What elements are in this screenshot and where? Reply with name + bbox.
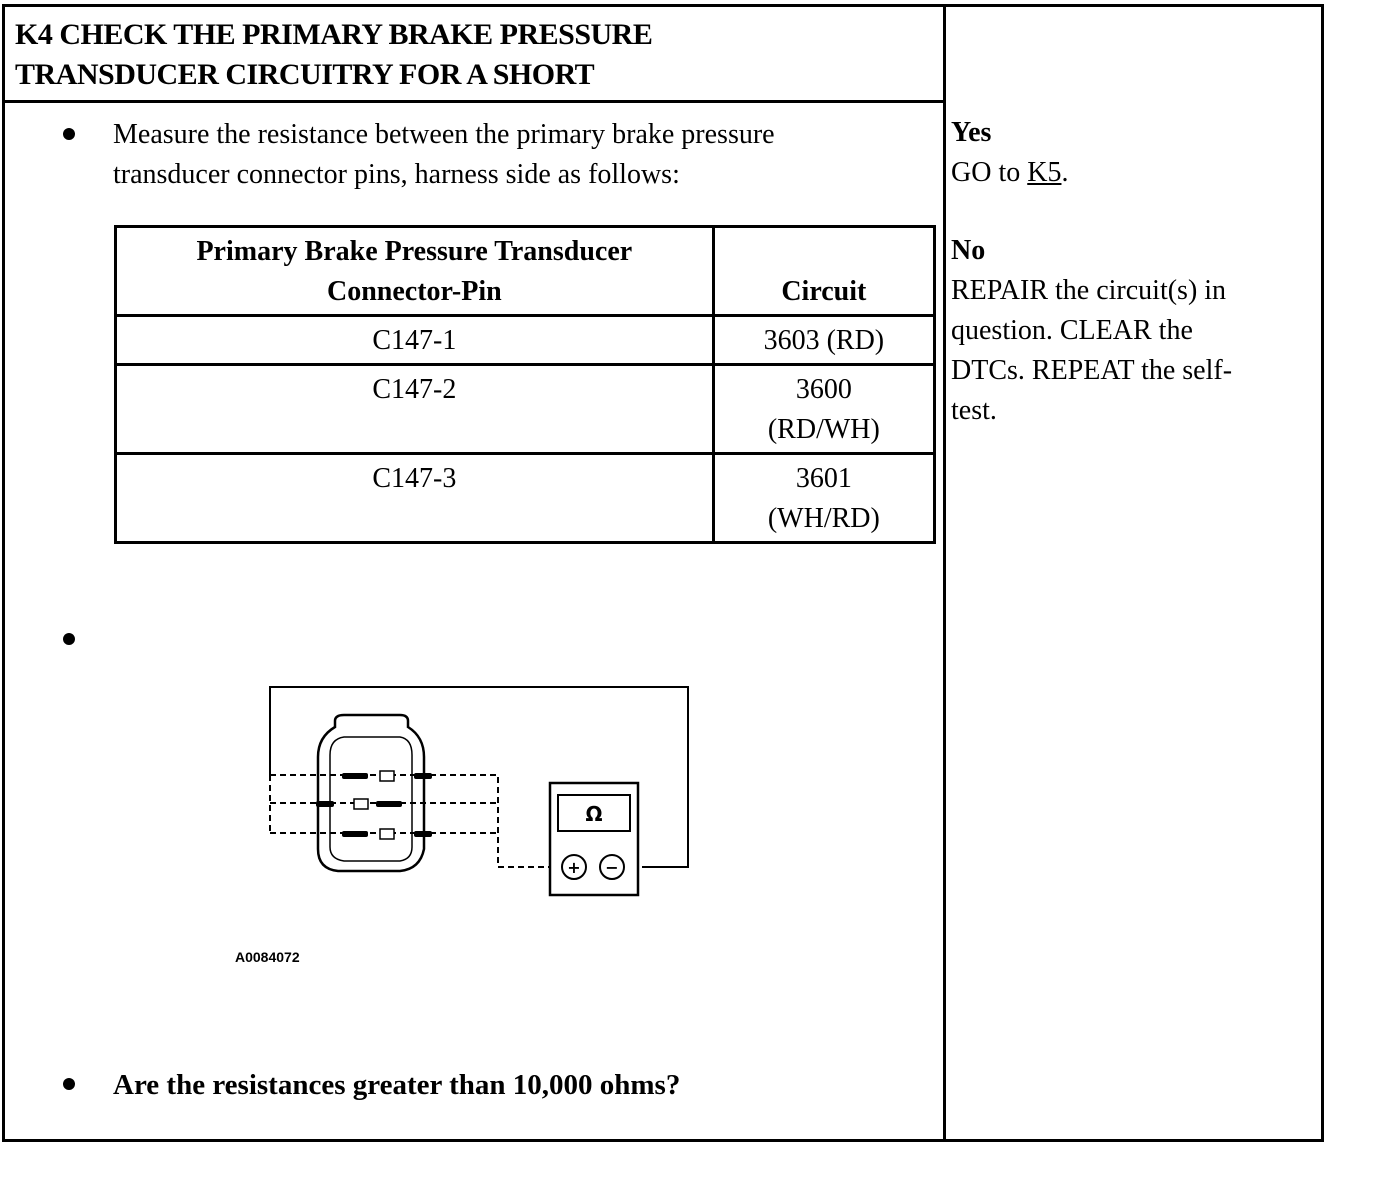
yes-action: GO to K5. [951, 153, 1311, 193]
bullet-icon [63, 633, 75, 645]
question-text: Are the resistances greater than 10,000 … [113, 1069, 681, 1101]
connector-inner [329, 736, 413, 862]
minus-symbol: − [605, 858, 618, 877]
header-circuit: Circuit [711, 225, 937, 317]
table-header-row: Primary Brake Pressure Transducer Connec… [114, 225, 937, 317]
no-label: No [951, 235, 986, 266]
bullet-icon [63, 128, 75, 140]
link-k5[interactable]: K5 [1027, 157, 1062, 188]
pin-circuit-table: Primary Brake Pressure Transducer Connec… [114, 225, 937, 544]
column-divider [943, 7, 946, 1139]
circuit-cell: 3601 (WH/RD) [711, 452, 937, 544]
circuit-line2: (RD/WH) [767, 414, 880, 445]
no-line4: test. [951, 395, 997, 426]
minus-terminal-icon [599, 854, 625, 880]
circuit-line1: 3603 (RD) [763, 325, 885, 356]
ohmmeter-display [557, 794, 631, 832]
circuit-line1: 3600 [795, 374, 852, 405]
instruction-text: Measure the resistance between the prima… [113, 115, 933, 195]
header-connector-pin: Primary Brake Pressure Transducer Connec… [114, 225, 715, 317]
bullet-icon [63, 1078, 75, 1090]
table-row: C147-1 3603 (RD) [114, 314, 937, 366]
pin-cell: C147-2 [114, 363, 715, 455]
table-row: C147-3 3601 (WH/RD) [114, 452, 937, 544]
title-divider [5, 100, 946, 103]
connector-body [316, 713, 426, 873]
result-yes: Yes GO to K5. [951, 113, 1311, 193]
figure-id: A0084072 [235, 949, 300, 965]
circuit-cell: 3603 (RD) [711, 314, 937, 366]
instruction-line1: Measure the resistance between the prima… [113, 119, 775, 150]
circuit-line2: (WH/RD) [767, 503, 880, 534]
connector-ohmmeter-diagram: Ω + − [269, 686, 689, 897]
result-no: No REPAIR the circuit(s) in question. CL… [951, 231, 1311, 431]
circuit-line1: 3601 [795, 463, 852, 494]
ohm-symbol: Ω [585, 802, 602, 826]
procedure-frame: K4 CHECK THE PRIMARY BRAKE PRESSURE TRAN… [2, 4, 1324, 1142]
pin-cell: C147-1 [114, 314, 715, 366]
no-line2: question. CLEAR the [951, 315, 1193, 346]
header-pin-line2: Connector-Pin [326, 276, 502, 307]
yes-action-text: GO to [951, 157, 1021, 188]
no-line1: REPAIR the circuit(s) in [951, 275, 1227, 306]
wire-loop [269, 686, 689, 868]
step-title: K4 CHECK THE PRIMARY BRAKE PRESSURE TRAN… [15, 15, 915, 95]
pin-cell: C147-3 [114, 452, 715, 544]
plus-symbol: + [567, 858, 580, 877]
table-row: C147-2 3600 (RD/WH) [114, 363, 937, 455]
connector-pins [316, 770, 432, 840]
yes-suffix: . [1061, 157, 1069, 188]
plus-terminal-icon [561, 854, 587, 880]
circuit-cell: 3600 (RD/WH) [711, 363, 937, 455]
header-pin-line1: Primary Brake Pressure Transducer [196, 236, 633, 267]
step-title-line1: K4 CHECK THE PRIMARY BRAKE PRESSURE [15, 18, 653, 51]
step-title-line2: TRANSDUCER CIRCUITRY FOR A SHORT [15, 58, 595, 91]
yes-label: Yes [951, 117, 992, 148]
no-line3: DTCs. REPEAT the self- [951, 355, 1233, 386]
instruction-line2: transducer connector pins, harness side … [113, 159, 680, 190]
